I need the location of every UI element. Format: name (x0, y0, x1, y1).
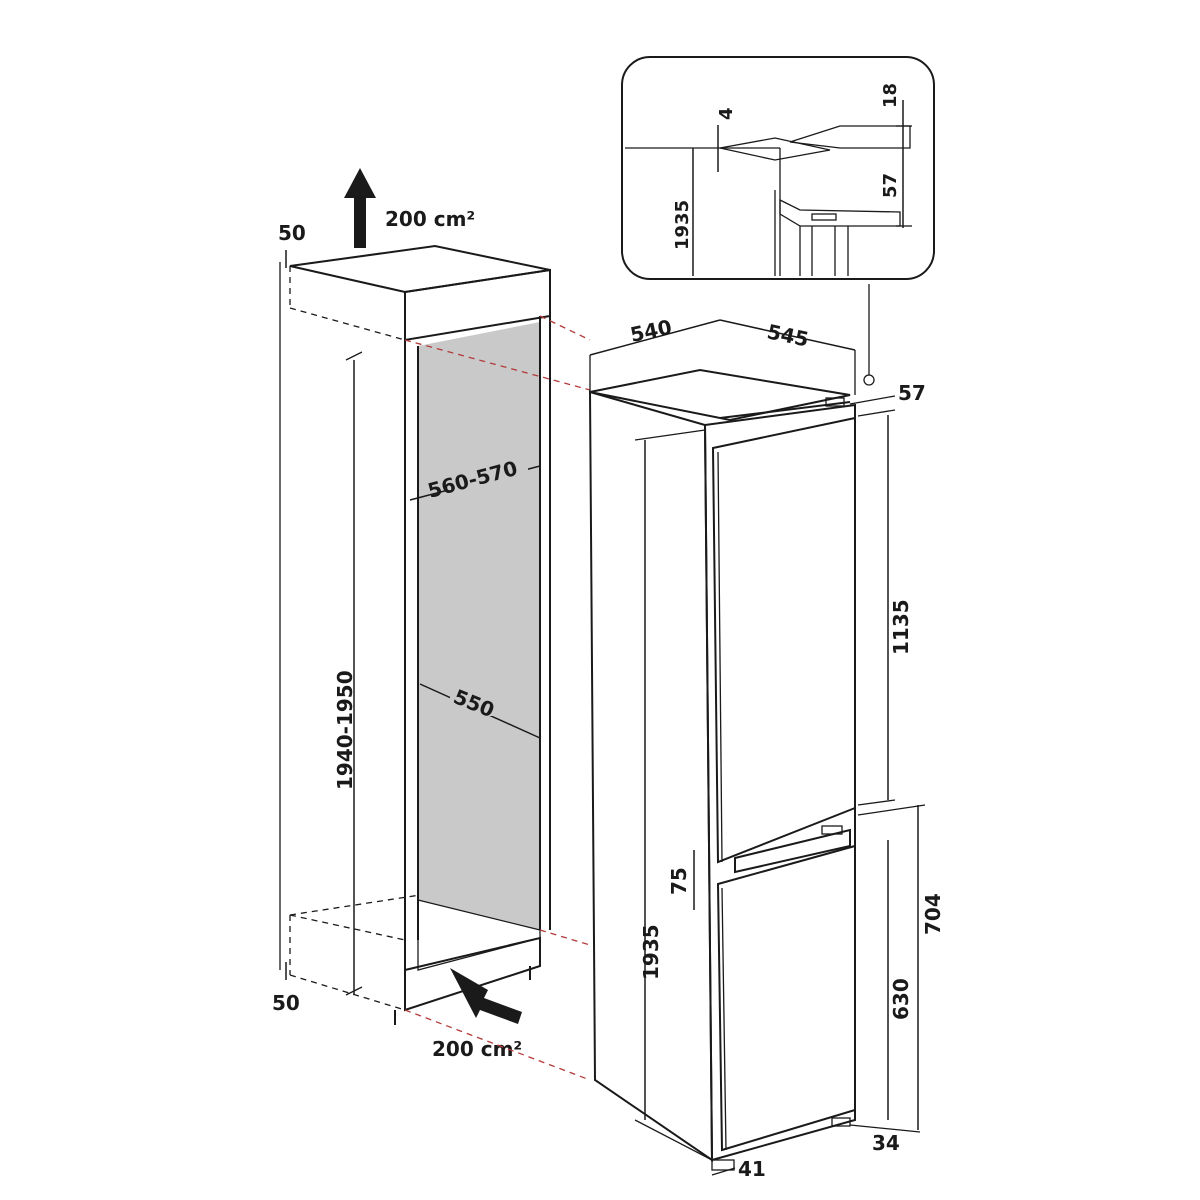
height-ext-bottom (634, 1119, 713, 1161)
middle-hinge (734, 828, 851, 874)
detail-height-label: 1935 (672, 200, 693, 250)
niche-interior (418, 322, 540, 930)
appliance-front (703, 403, 856, 1162)
middle-hinge-block (821, 825, 843, 835)
guide-1 (539, 315, 591, 341)
top-gap-label: 50 (278, 221, 306, 245)
base-depth-label: 41 (738, 1157, 766, 1181)
vent-top-arrow-icon (344, 168, 376, 248)
detail-top-plate (789, 125, 911, 149)
upper-door-edge (717, 451, 723, 863)
cabinet-top-face (289, 244, 551, 294)
top-hinge (719, 401, 851, 419)
detail-marker (863, 374, 875, 386)
upper-ext-top (857, 409, 896, 417)
detail-hinge-block (811, 213, 837, 221)
appliance-left-side (588, 390, 714, 1162)
detail-inset: 4 1935 18 57 (621, 56, 935, 280)
vent-bottom-arrow-icon (450, 968, 522, 1024)
foot-offset-label: 34 (872, 1131, 900, 1155)
lower-door-edge (721, 887, 727, 1151)
detail-hinge-plate (719, 137, 831, 161)
appliance-top-face (589, 368, 851, 422)
niche-height-tick-bottom (345, 986, 363, 996)
appliance-height-label: 1935 (639, 924, 663, 980)
base-dash-4 (289, 894, 421, 916)
cabinet-niche (279, 244, 551, 1025)
appliance-depth-dim (589, 319, 721, 356)
appliance (588, 284, 875, 1171)
detail-top-label: 18 (880, 83, 901, 108)
vent-bottom-label: 200 cm² (432, 1037, 522, 1061)
top-offset-ext (849, 395, 896, 405)
detail-frame (621, 56, 935, 280)
foot-left (711, 1159, 735, 1171)
bottom-gap-label: 50 (272, 991, 300, 1015)
appliance-depth-label: 540 (628, 315, 674, 347)
top-offset-label: 57 (898, 381, 926, 405)
niche-depth-bg (450, 690, 510, 716)
upper-door (711, 416, 856, 864)
door-gap-label: 75 (667, 867, 691, 895)
ventilation-arrows: 200 cm² 200 cm² (344, 168, 522, 1061)
guide-4 (539, 929, 591, 946)
base-dash-1 (289, 914, 406, 941)
lower-door-label: 630 (889, 978, 913, 1020)
foot-offset-ext (849, 1124, 921, 1133)
base-depth-ext (711, 1167, 736, 1176)
base-dash-3 (289, 974, 406, 1011)
upper-ext-bottom (857, 799, 896, 806)
alignment-guides (404, 315, 591, 1081)
upper-door-label: 1135 (889, 599, 913, 655)
foot-right (831, 1117, 851, 1127)
guide-2 (404, 339, 591, 391)
top-hinge-block (825, 397, 845, 407)
niche-width-bg (428, 466, 528, 490)
appliance-width-label: 545 (765, 319, 811, 351)
lower-ext-top (857, 804, 926, 816)
cabinet-top-dash (289, 307, 406, 341)
niche-height-tick-top (345, 351, 363, 361)
appliance-dimensions: 540 545 57 1935 1135 75 704 630 34 41 (589, 315, 945, 1181)
vent-top-label: 200 cm² (385, 207, 475, 231)
detail-shelf (779, 198, 901, 227)
lower-door (716, 844, 856, 1152)
detail-offset-label: 57 (880, 173, 901, 198)
detail-gap-label: 4 (716, 107, 737, 120)
height-ext-top (634, 429, 706, 441)
appliance-width-dim (719, 319, 856, 351)
niche-height-label: 1940-1950 (333, 670, 357, 790)
lower-section-label: 704 (921, 893, 945, 935)
